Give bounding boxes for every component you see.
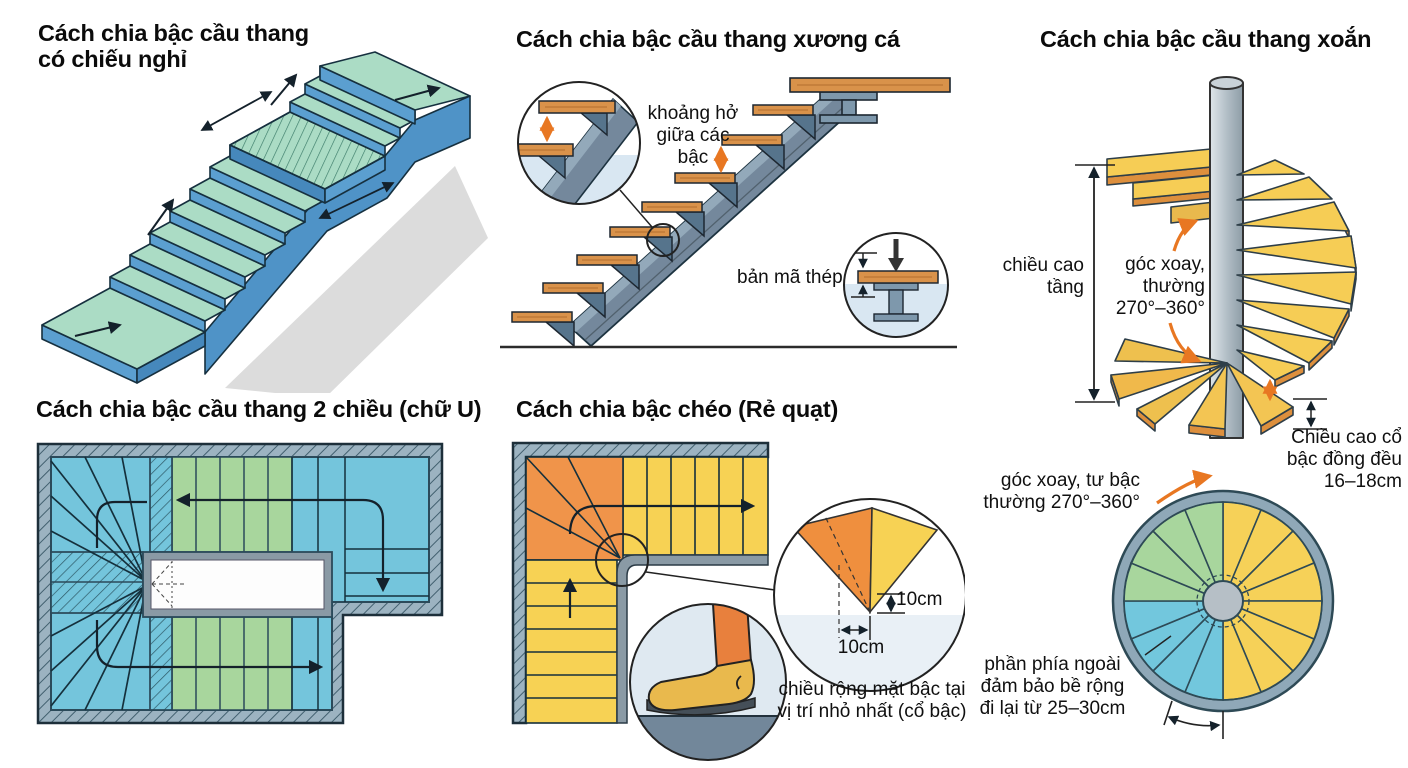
title-fan-steps: Cách chia bậc chéo (Rẻ quạt) — [516, 396, 839, 422]
label-rotation-angle-plan: góc xoay, tư bậc thường 270°–360° — [983, 470, 1140, 514]
spiral-staircase-diagram — [1075, 76, 1357, 739]
collar-height-dimension — [1293, 398, 1327, 430]
bracket-highlight-circle — [646, 223, 680, 257]
label-outer-walking-width: phần phía ngoài đảm bảo bề rộng đi lại t… — [979, 654, 1126, 720]
neck-highlight-circle — [595, 533, 649, 587]
detail-leader-line — [645, 571, 776, 591]
label-floor-height: chiều cao tầng — [1002, 255, 1084, 299]
outer-width-leader — [1144, 635, 1172, 656]
wedge-detail-circle — [773, 498, 965, 692]
spiral-side-view — [1106, 76, 1357, 439]
flight-1 — [109, 144, 326, 333]
winder-fan-lines — [50, 456, 147, 711]
title-ushape-staircase: Cách chia bậc cầu thang 2 chiều (chữ U) — [36, 396, 482, 422]
rotation-arrows — [1168, 218, 1202, 364]
hatched-steps — [50, 456, 173, 711]
title-landing-staircase: Cách chia bậc cầu thang có chiếu nghỉ — [38, 20, 309, 73]
label-neck-dimension: 10cm — [896, 589, 943, 610]
fishbone-staircase-diagram — [495, 77, 965, 367]
title-spiral-staircase: Cách chia bậc cầu thang xoắn — [1040, 26, 1372, 52]
inner-stringer-band — [616, 554, 769, 724]
gap-detail-circle — [517, 81, 641, 205]
walk-path-arrows — [95, 492, 391, 675]
label-gap-between-steps: khoảng hở giữa các bậc — [647, 103, 739, 169]
bottom-treads — [1110, 338, 1294, 438]
spiral-top-view — [1111, 489, 1335, 713]
title-fishbone-staircase: Cách chia bậc cầu thang xương cá — [516, 26, 900, 52]
tread-angle-dimension — [1163, 700, 1224, 739]
landing-dimension-arrows — [200, 91, 395, 219]
top-landing — [789, 77, 951, 124]
walk-path-arrows — [562, 498, 756, 618]
label-width-dimension: 10cm — [837, 637, 885, 658]
upper-treads — [1106, 148, 1224, 224]
boot — [647, 658, 755, 712]
floor-height-dimension — [1075, 164, 1115, 403]
rotation-plan-arrow — [1156, 469, 1213, 505]
bottom-platform — [41, 287, 206, 384]
boot-detail-circle — [629, 603, 787, 761]
fan-steps-diagram — [511, 441, 965, 761]
label-min-tread-width-caption: chiều rộng mặt bậc tại vị trí nhỏ nhất (… — [777, 679, 967, 723]
landing-staircase-diagram — [41, 51, 488, 393]
wood-treads — [511, 104, 816, 348]
label-steel-plate: bản mã thép — [737, 267, 843, 288]
staircase-shadow — [225, 166, 488, 393]
staircase-body — [41, 51, 471, 384]
ushape-plan-diagram — [36, 442, 444, 725]
plate-detail-circle — [843, 232, 949, 338]
fan-treads-right — [1236, 159, 1357, 388]
leader-line — [619, 189, 653, 228]
label-riser-height: Chiều cao cổ bậc đồng đều 16–18cm — [1286, 427, 1402, 493]
direction-arrows — [74, 73, 441, 337]
stairwell-void — [142, 551, 333, 618]
label-rotation-angle: góc xoay, thường 270°–360° — [1115, 254, 1205, 320]
